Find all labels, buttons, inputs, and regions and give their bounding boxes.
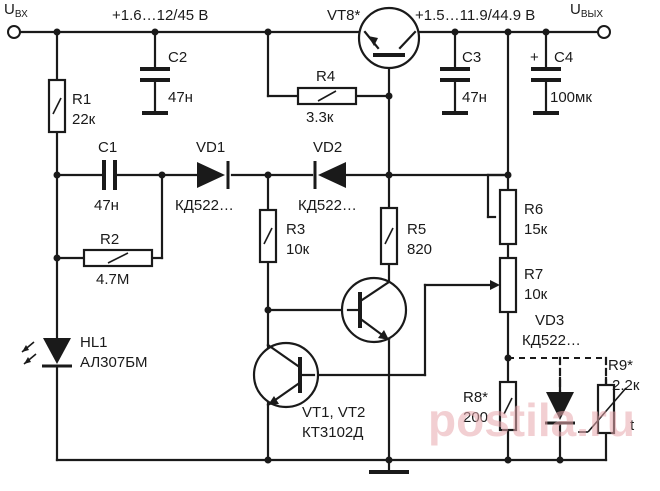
hl1-value: АЛ307БМ — [80, 354, 148, 371]
output-terminal — [597, 25, 611, 39]
c2-capacitor — [140, 67, 170, 115]
r4-label: R4 — [316, 68, 335, 85]
r6-label: R6 — [524, 201, 543, 218]
c4-polarity: + — [530, 49, 539, 66]
vt2-transistor — [340, 276, 408, 344]
r8-value: 200 — [463, 409, 488, 426]
r3-value: 10к — [286, 241, 310, 258]
watermark: postila.ru — [428, 394, 635, 446]
r7-resistor — [490, 256, 518, 314]
vd2-value: КД522… — [298, 197, 357, 214]
vd3-diode — [545, 392, 575, 425]
output-voltage-label: +1.5…11.9/44.9 В — [415, 7, 535, 24]
r4-value: 3.3к — [306, 109, 334, 126]
input-voltage-label: +1.6…12/45 В — [112, 7, 208, 24]
r7-value: 10к — [524, 286, 548, 303]
r5-label: R5 — [407, 221, 426, 238]
r8-label: R8* — [463, 389, 488, 406]
r4-resistor — [296, 86, 358, 106]
r8-resistor — [498, 380, 518, 432]
vd1-label: VD1 — [196, 139, 225, 156]
vd2-diode — [313, 161, 346, 189]
c4-capacitor — [531, 67, 561, 115]
c3-label: C3 — [462, 49, 481, 66]
output-terminal-label: UВЫХ — [570, 1, 603, 20]
input-terminal — [7, 25, 21, 39]
r9-label: R9* — [608, 357, 633, 374]
c4-label: C4 — [554, 49, 573, 66]
r2-label: R2 — [100, 231, 119, 248]
c1-capacitor — [102, 160, 117, 190]
vd1-value: КД522… — [175, 197, 234, 214]
r5-resistor — [379, 206, 399, 266]
r5-value: 820 — [407, 241, 432, 258]
c3-capacitor — [440, 67, 470, 115]
r7-label: R7 — [524, 266, 543, 283]
r2-resistor — [82, 248, 154, 268]
vt8-transistor — [357, 6, 421, 70]
junction-dots — [53, 28, 564, 464]
r1-resistor — [47, 78, 67, 134]
vt8-label: VT8* — [327, 7, 361, 24]
hl1-led — [21, 338, 72, 368]
input-terminal-label: UВХ — [4, 1, 28, 20]
r3-label: R3 — [286, 221, 305, 238]
vd2-label: VD2 — [313, 139, 342, 156]
vd1-diode — [197, 161, 230, 189]
vd3-value: КД522… — [522, 332, 581, 349]
r3-resistor — [258, 208, 278, 264]
r1-value: 22к — [72, 111, 96, 128]
vt12-label: VT1, VT2 — [302, 404, 365, 421]
c4-value: 100мк — [550, 89, 592, 106]
c1-label: C1 — [98, 139, 117, 156]
hl1-label: HL1 — [80, 334, 108, 351]
r6-value: 15к — [524, 221, 548, 238]
r9-thermistor — [578, 383, 627, 435]
c3-value: 47н — [462, 89, 487, 106]
r2-value: 4.7М — [96, 271, 129, 288]
r1-label: R1 — [72, 91, 91, 108]
wires — [18, 30, 608, 474]
c2-label: C2 — [168, 49, 187, 66]
c2-value: 47н — [168, 89, 193, 106]
vt12-value: КТ3102Д — [302, 424, 363, 441]
vd3-label: VD3 — [535, 312, 564, 329]
r9-value: 2.2к — [612, 377, 640, 394]
c1-value: 47н — [94, 197, 119, 214]
r9-symbol: t — [630, 417, 635, 434]
r6-resistor — [498, 188, 518, 246]
vt1-transistor — [252, 341, 320, 409]
